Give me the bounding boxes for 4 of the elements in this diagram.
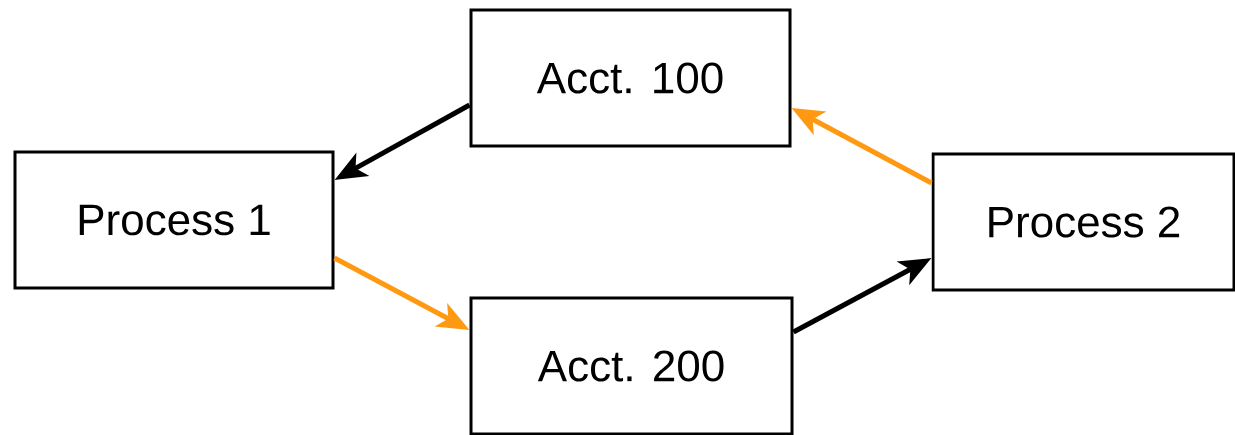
process-box: Acct. 100 (469, 8, 792, 148)
process-box: Acct. 200 (469, 296, 794, 435)
process-box: Process 1 (13, 150, 335, 290)
process-box: Process 2 (931, 152, 1235, 292)
